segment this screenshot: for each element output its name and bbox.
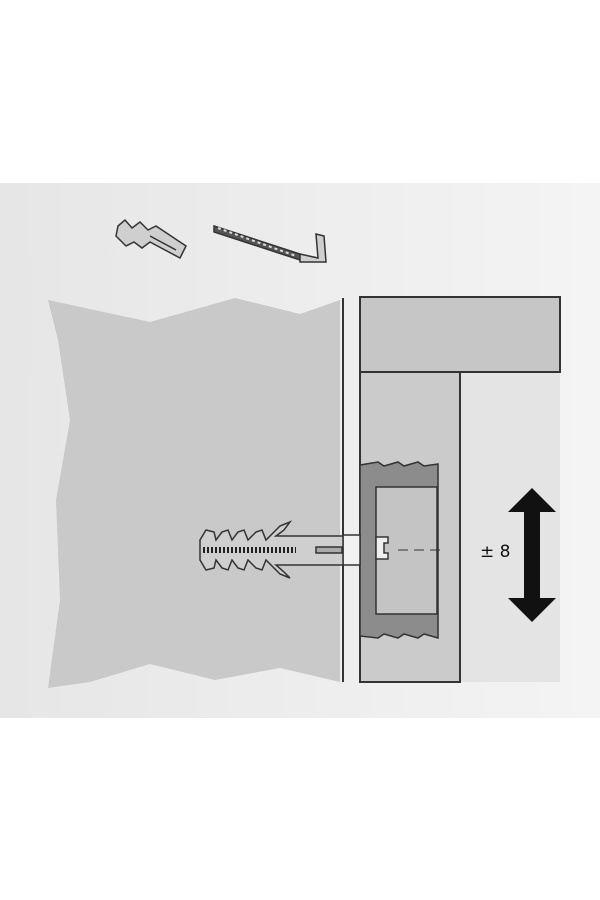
wall-plug-icon — [115, 218, 187, 260]
wall — [48, 298, 340, 688]
height-adjustment-arrow-icon — [508, 488, 556, 622]
cabinet-interior — [460, 372, 560, 682]
cabinet-top-panel — [359, 296, 561, 373]
wall-plug-installed — [199, 520, 361, 579]
adjustment-label: ± 8 — [480, 542, 510, 562]
cabinet — [359, 296, 561, 683]
hook-screw-icon — [213, 224, 327, 263]
